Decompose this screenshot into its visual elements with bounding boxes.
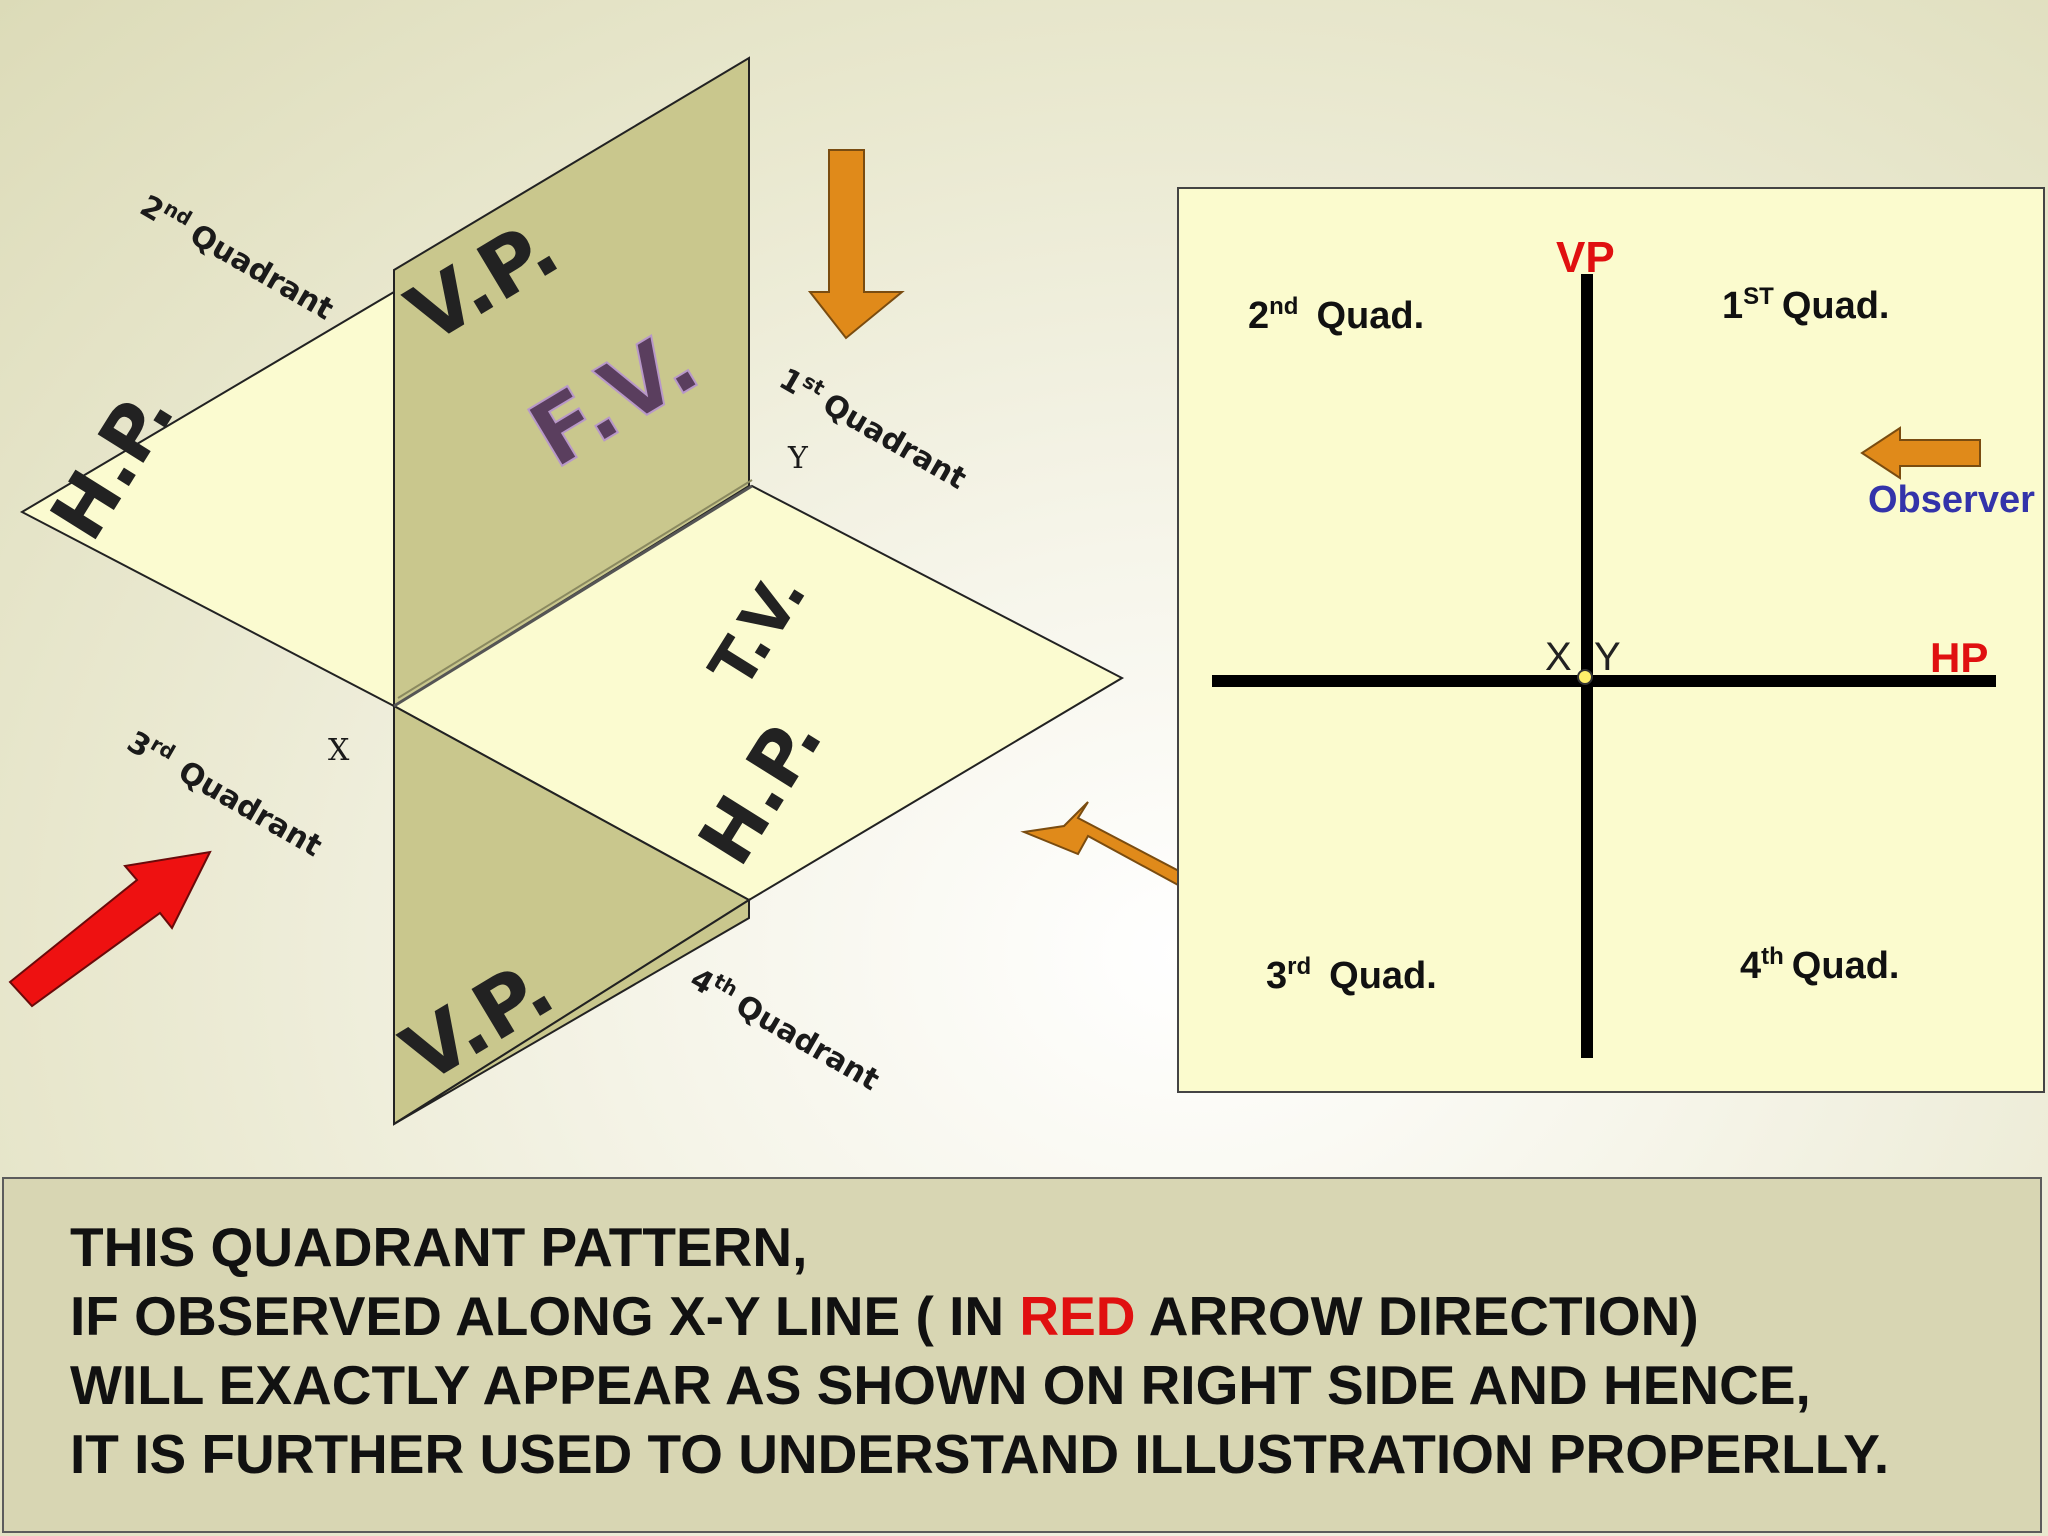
quadrant-panel <box>1177 187 2045 1093</box>
q2-label: 2ndQuadrant <box>134 185 341 327</box>
rq2-word: Quad. <box>1316 295 1424 337</box>
vp-upper-plane <box>393 56 750 708</box>
red-arrow-icon <box>8 850 212 1008</box>
q3-label: 3rdQuadrant <box>121 721 330 864</box>
vp-label: VP <box>1556 233 1615 282</box>
orange-diagonal-arrow-icon <box>1020 801 1204 901</box>
rq3-label: 3rd Quad. <box>1266 953 1437 997</box>
xy-intersection-shadow <box>397 479 753 699</box>
rq2-sup: nd <box>1269 293 1298 320</box>
observer-arrow-icon <box>1860 426 1981 480</box>
rq4-sup: th <box>1761 943 1784 970</box>
rq1-num: 1 <box>1722 285 1743 327</box>
down-arrow-icon <box>807 149 905 340</box>
vp-lower-edge <box>393 898 750 1125</box>
rq1-word: Quad. <box>1782 285 1890 327</box>
left-x-label: X <box>328 733 350 768</box>
right-y-label: Y <box>1594 635 1621 679</box>
left-y-label: Y <box>787 441 809 476</box>
q4-label: 4thQuadrant <box>684 958 887 1098</box>
rq1-sup: ST <box>1743 283 1774 310</box>
note-line-4: IT IS FURTHER USED TO UNDERSTAND ILLUSTR… <box>70 1423 1890 1485</box>
hp-label: HP <box>1930 634 1988 681</box>
note-line-2: IF OBSERVED ALONG X-Y LINE ( IN RED ARRO… <box>70 1282 1889 1351</box>
q2-word: Quadrant <box>184 217 339 327</box>
rq4-label: 4th Quad. <box>1740 943 1899 987</box>
note-line-3: WILL EXACTLY APPEAR AS SHOWN ON RIGHT SI… <box>70 1354 1811 1416</box>
origin-point <box>1577 669 1593 685</box>
note-red-word: RED <box>1019 1285 1136 1347</box>
q1-word: Quadrant <box>817 387 972 497</box>
xy-intersection-line <box>393 484 753 708</box>
q3-word: Quadrant <box>172 754 327 864</box>
rq1-label: 1ST Quad. <box>1722 283 1890 327</box>
note-line-2-start: IF OBSERVED ALONG X-Y LINE ( IN <box>70 1285 1020 1347</box>
explanation-box: THIS QUADRANT PATTERN, IF OBSERVED ALONG… <box>2 1177 2042 1533</box>
observer-label: Observer <box>1868 479 2035 521</box>
explanation-text: THIS QUADRANT PATTERN, IF OBSERVED ALONG… <box>70 1213 1889 1489</box>
q4-word: Quadrant <box>730 988 885 1098</box>
rq2-num: 2 <box>1248 295 1269 337</box>
rq4-num: 4 <box>1740 945 1761 987</box>
rq2-label: 2nd Quad. <box>1248 293 1424 337</box>
rq3-sup: rd <box>1287 953 1311 980</box>
right-x-label: X <box>1545 635 1572 679</box>
rq3-num: 3 <box>1266 955 1287 997</box>
note-line-1: THIS QUADRANT PATTERN, <box>70 1216 808 1278</box>
note-line-2-end: ARROW DIRECTION) <box>1135 1285 1699 1347</box>
rq3-word: Quad. <box>1329 955 1437 997</box>
rq4-word: Quad. <box>1792 945 1900 987</box>
